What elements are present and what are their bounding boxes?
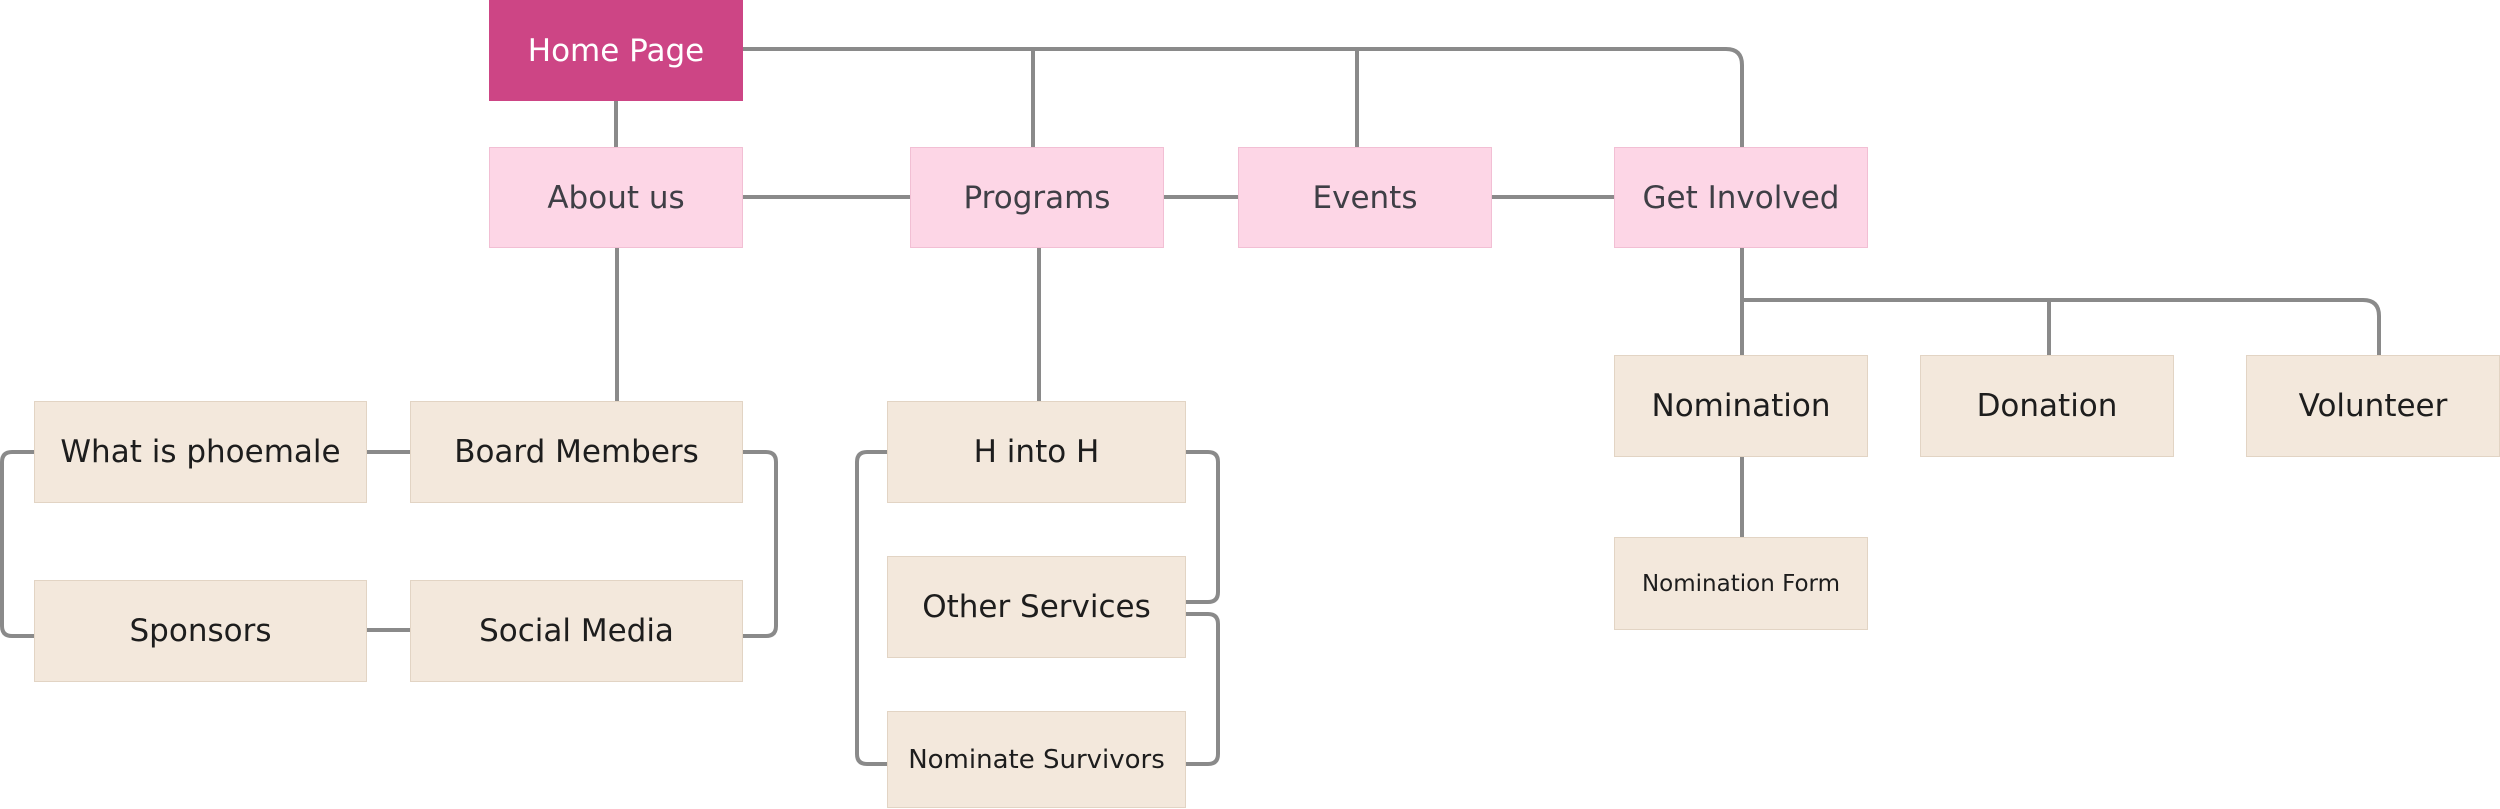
connector-getinvolved-row <box>1742 298 2381 356</box>
other-services-node: Other Services <box>887 556 1186 658</box>
nominate-survivors-node: Nominate Survivors <box>887 711 1186 808</box>
home-page-label: Home Page <box>527 32 705 69</box>
connector-hintoh-other <box>1186 450 1220 604</box>
connector-right-bracket <box>742 450 778 638</box>
donation-node: Donation <box>1920 355 2174 457</box>
what-is-phoemale-node: What is phoemale <box>34 401 367 503</box>
connector-hintoh-bracket <box>855 450 889 766</box>
h-into-h-node: H into H <box>887 401 1186 503</box>
connector-home-to-get-involved <box>743 47 1744 148</box>
get-involved-node: Get Involved <box>1614 147 1868 248</box>
nominate-survivors-label: Nominate Survivors <box>908 744 1165 775</box>
donation-label: Donation <box>1976 388 2118 424</box>
about-us-node: About us <box>489 147 743 248</box>
nomination-label: Nomination <box>1651 388 1831 424</box>
social-media-label: Social Media <box>479 613 674 649</box>
other-services-label: Other Services <box>922 589 1151 625</box>
nomination-form-label: Nomination Form <box>1641 570 1841 597</box>
volunteer-node: Volunteer <box>2246 355 2500 457</box>
social-media-node: Social Media <box>410 580 743 682</box>
events-label: Events <box>1312 179 1418 216</box>
volunteer-label: Volunteer <box>2298 388 2448 424</box>
nomination-node: Nomination <box>1614 355 1868 457</box>
board-members-label: Board Members <box>454 434 699 470</box>
board-members-node: Board Members <box>410 401 743 503</box>
programs-label: Programs <box>963 179 1111 216</box>
events-node: Events <box>1238 147 1492 248</box>
connector-left-bracket <box>0 450 34 638</box>
h-into-h-label: H into H <box>973 434 1100 470</box>
sponsors-node: Sponsors <box>34 580 367 682</box>
what-is-phoemale-label: What is phoemale <box>60 434 341 470</box>
get-involved-label: Get Involved <box>1642 179 1840 216</box>
home-page-node: Home Page <box>489 0 743 101</box>
about-us-label: About us <box>547 179 685 216</box>
connector-other-nominate <box>1186 612 1220 766</box>
sponsors-label: Sponsors <box>129 613 272 649</box>
nomination-form-node: Nomination Form <box>1614 537 1868 630</box>
programs-node: Programs <box>910 147 1164 248</box>
